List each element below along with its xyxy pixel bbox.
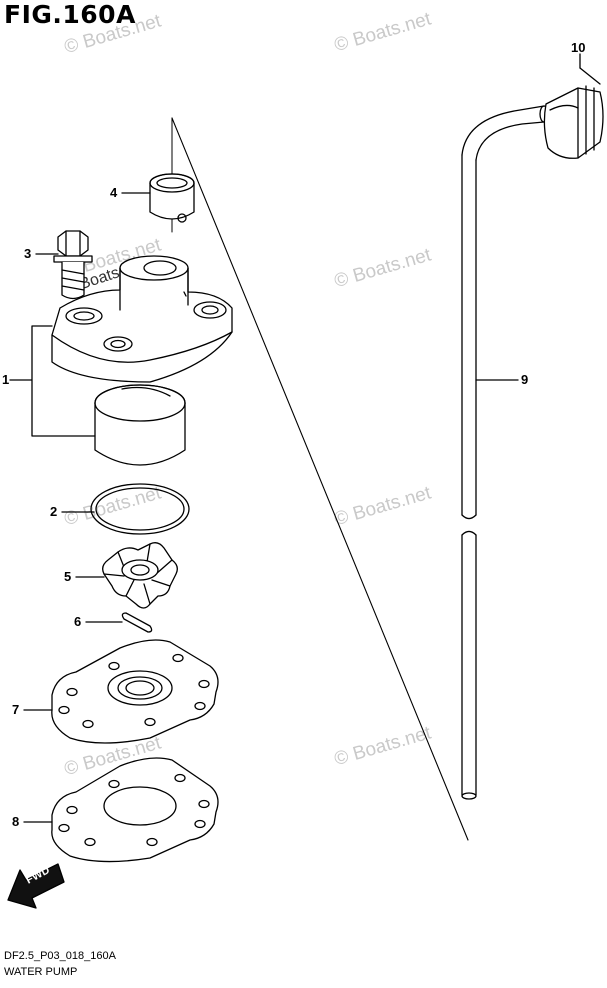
part-1-liner: [94, 384, 186, 466]
callout-7: 7: [12, 702, 20, 717]
part-10-grommet: [543, 67, 604, 159]
part-2-o-ring: [90, 483, 190, 535]
callout-10: 10: [571, 40, 586, 55]
part-5-impeller: [102, 542, 178, 609]
callout-8: 8: [12, 814, 20, 829]
assembly-guide-line: [171, 117, 469, 841]
callout-1: 1: [2, 372, 10, 387]
callout-5: 5: [64, 569, 72, 584]
callout-3: 3: [24, 246, 32, 261]
figure-code: DF2.5_P03_018_160A: [4, 950, 116, 962]
figure-name: WATER PUMP: [4, 966, 78, 978]
callout-1-bracket: [9, 325, 96, 437]
figure-title: FIG.160A: [4, 0, 136, 29]
part-3-bolt: [53, 230, 93, 300]
part-8-gasket: [51, 757, 219, 863]
callout-6: 6: [74, 614, 82, 629]
part-4-collar: [149, 173, 195, 223]
fwd-arrow-icon: [7, 863, 65, 909]
part-6-pin: [121, 612, 153, 633]
part-9-hose: [461, 105, 549, 800]
part-7-plate: [51, 639, 219, 744]
callout-4: 4: [110, 185, 118, 200]
callout-2: 2: [50, 504, 58, 519]
callout-9: 9: [521, 372, 529, 387]
part-1-pump-case: [51, 255, 233, 383]
